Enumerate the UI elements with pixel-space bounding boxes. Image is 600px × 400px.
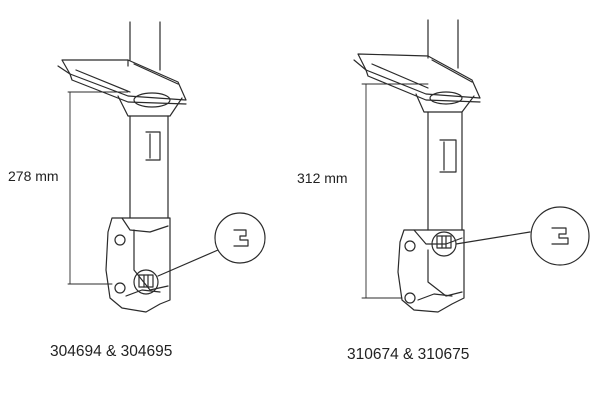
right-dimension-line bbox=[361, 83, 429, 299]
right-upper-rod bbox=[427, 19, 459, 69]
right-knuckle-bracket bbox=[397, 229, 465, 313]
left-body-tube bbox=[129, 115, 169, 219]
left-detail-callout bbox=[133, 212, 266, 295]
right-part-numbers: 310674 & 310675 bbox=[347, 346, 470, 363]
right-body-tube bbox=[427, 111, 463, 231]
right-strut bbox=[353, 19, 590, 313]
left-knuckle-bracket bbox=[105, 217, 171, 313]
left-strut bbox=[57, 21, 266, 313]
left-upper-rod bbox=[129, 21, 161, 71]
left-dimension-label: 278 mm bbox=[8, 168, 59, 184]
left-part-numbers: 304694 & 304695 bbox=[50, 343, 173, 360]
right-detail-callout bbox=[431, 206, 590, 266]
left-spring-seat bbox=[57, 59, 187, 117]
left-dimension-line bbox=[67, 91, 129, 285]
right-spring-seat bbox=[353, 53, 481, 113]
right-dimension-label: 312 mm bbox=[297, 170, 348, 186]
